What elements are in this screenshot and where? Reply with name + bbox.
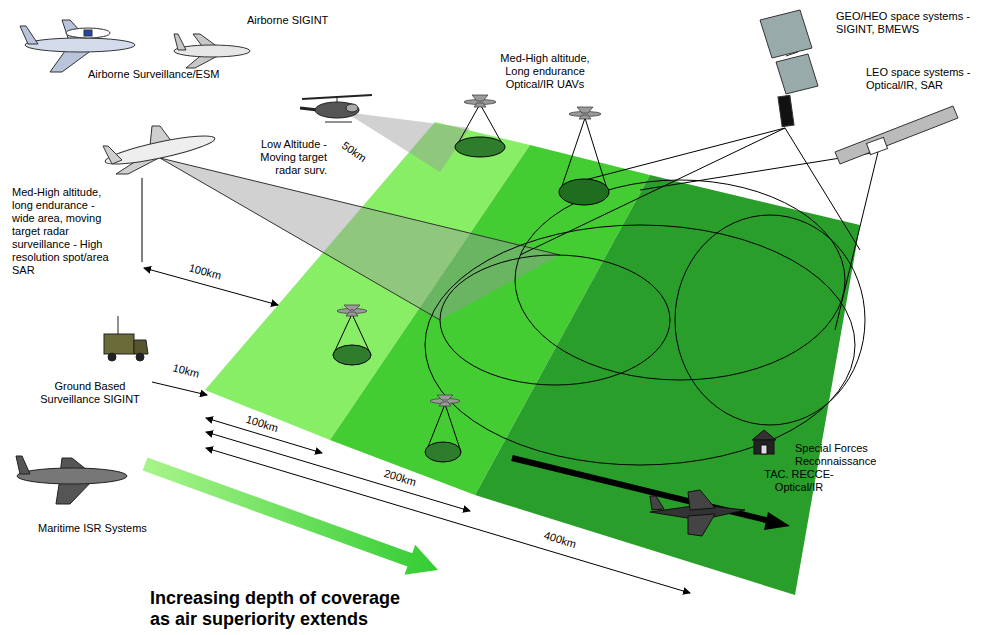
- ground-sigint-truck: [104, 316, 148, 361]
- caption-text: Increasing depth of coverage as air supe…: [150, 588, 412, 630]
- helicopter: [300, 95, 372, 122]
- awacs-aircraft: [20, 20, 135, 72]
- maritime-aircraft: [16, 456, 127, 504]
- surveillance-aircraft: [103, 126, 216, 174]
- sensor-label: Maritime ISR Systems: [38, 522, 147, 535]
- sensor-label: Low Altitude - Moving target radar surv.: [243, 138, 327, 177]
- sensor-label: Med-High altitude, Long endurance Optica…: [490, 52, 600, 91]
- satellite-link: [520, 128, 878, 330]
- recce-arrow: [512, 458, 790, 530]
- sensor-label: Special Forces Reconnaissance: [795, 442, 891, 468]
- sigint-aircraft: [174, 34, 250, 68]
- coverage-ellipse: [425, 180, 865, 465]
- dimension-label: 50km: [339, 139, 368, 165]
- dimension-label: 400km: [542, 529, 577, 551]
- sensor-label: TAC. RECCE- Optical/IR: [757, 468, 841, 494]
- sensor-label: Airborne SIGINT: [247, 14, 328, 27]
- dimension-label: 100km: [187, 261, 222, 282]
- leo-satellite: [835, 106, 958, 164]
- dimension-label: 10km: [171, 361, 200, 381]
- sensor-label: LEO space systems - Optical/IR, SAR: [866, 66, 978, 92]
- sensor-label: Airborne Surveillance/ESM: [88, 68, 219, 81]
- leader-line: [142, 178, 143, 262]
- uav-footprint: [333, 104, 609, 462]
- special-forces-icon: [752, 430, 776, 454]
- range-arrow: [152, 382, 207, 395]
- geo-satellite: [760, 10, 818, 127]
- sensor-label: Ground Based Surveillance SIGINT: [38, 380, 142, 406]
- sensor-label: GEO/HEO space systems - SIGINT, BMEWS: [836, 10, 978, 36]
- progress-arrow: [143, 457, 438, 574]
- recce-jet: [650, 490, 745, 536]
- uav-icon: [337, 95, 601, 406]
- sensor-label: Med-High altitude, long endurance - wide…: [12, 186, 114, 277]
